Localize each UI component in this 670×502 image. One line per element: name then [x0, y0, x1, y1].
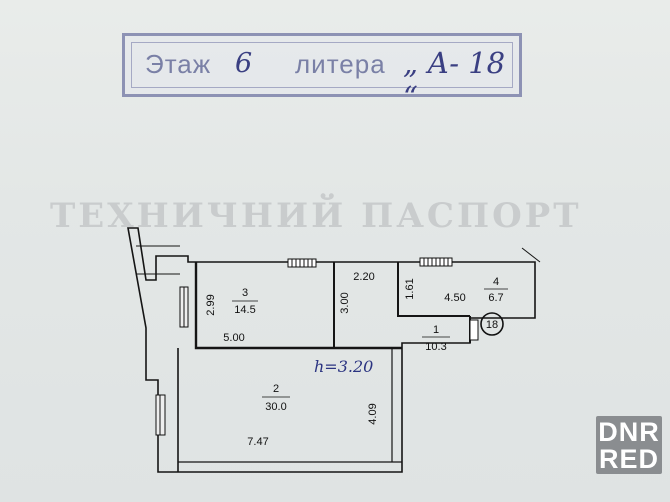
room1-number: 1 [433, 324, 439, 336]
watermark-line2: RED [598, 444, 659, 474]
letter-value: „ А- 18 “ [403, 46, 506, 114]
unit-marker-circle [480, 312, 504, 336]
radiator-room4 [419, 257, 453, 267]
unit-number: 18 [486, 319, 498, 331]
room3-area: 14.5 [234, 304, 255, 316]
dim-corridor-width: 2.20 [353, 271, 374, 283]
dim-room3-width: 5.00 [223, 332, 244, 344]
room4-number: 4 [493, 276, 499, 288]
room4-area: 6.7 [488, 292, 503, 304]
floor-value: 6 [235, 48, 253, 79]
dim-room4-width: 4.50 [444, 292, 465, 304]
stamp-inner-border [131, 42, 513, 88]
radiator-room3 [287, 258, 317, 268]
window-left [179, 286, 189, 328]
letter-label: литера [295, 49, 386, 79]
room2-area: 30.0 [265, 401, 286, 413]
ceiling-height-note: h=3.20 [314, 357, 373, 376]
floor-stamp: Этаж 6 литера „ А- 18 “ [122, 33, 522, 114]
watermark-line1: DNR [598, 417, 660, 447]
balcony-edge [521, 247, 541, 263]
dim-room4-height: 1.61 [404, 278, 416, 299]
outer-wall-outline [127, 227, 536, 473]
room3-number: 3 [242, 287, 248, 299]
balcony-lines [136, 245, 180, 275]
room1-area: 10.3 [425, 341, 446, 353]
floor-label: Этаж [145, 49, 212, 79]
dim-room2-height: 4.09 [367, 403, 379, 424]
door-room1 [469, 319, 479, 341]
partition-room4 [397, 262, 470, 317]
window-room2 [155, 394, 166, 436]
room2-number: 2 [273, 383, 279, 395]
watermark-logo: DNR RED [596, 416, 662, 474]
dim-corridor-height: 3.00 [339, 292, 351, 313]
dim-room2-width: 7.47 [247, 436, 268, 448]
dim-room3-height: 2.99 [205, 294, 217, 315]
